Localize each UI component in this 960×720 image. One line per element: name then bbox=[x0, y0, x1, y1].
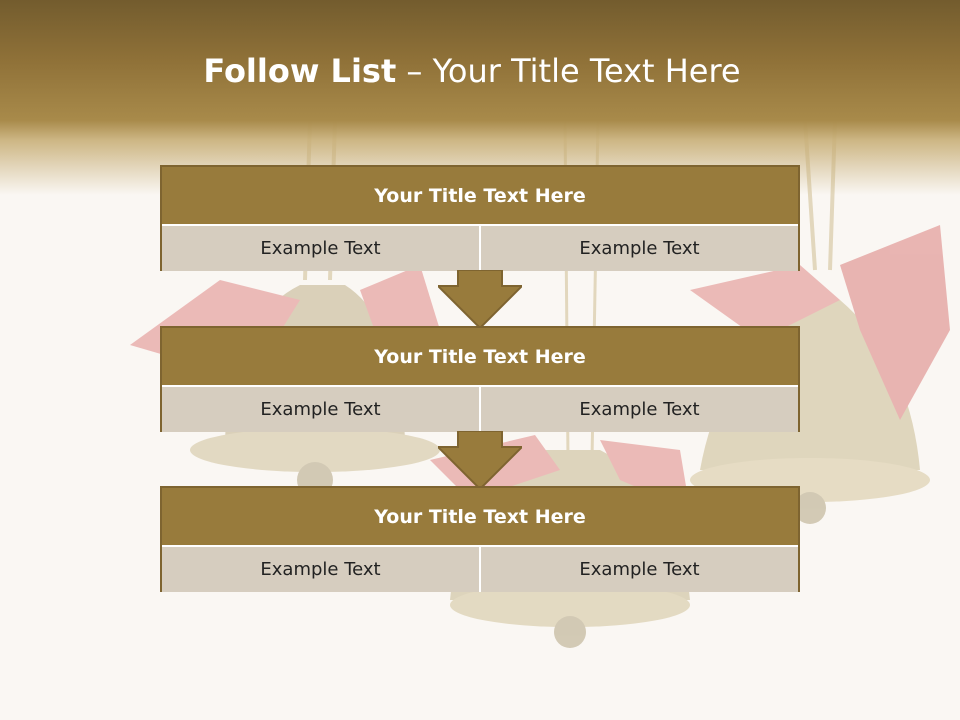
down-arrow-icon bbox=[438, 431, 522, 491]
step-cell-left: Example Text bbox=[162, 547, 479, 592]
title-bold: Follow List bbox=[203, 52, 397, 90]
step-box-1: Your Title Text Here Example Text Exampl… bbox=[160, 165, 800, 271]
step-cell-right: Example Text bbox=[479, 547, 798, 592]
step-title: Your Title Text Here bbox=[162, 167, 798, 226]
step-box-3: Your Title Text Here Example Text Exampl… bbox=[160, 486, 800, 592]
step-title: Your Title Text Here bbox=[162, 488, 798, 547]
down-arrow-icon bbox=[438, 270, 522, 330]
step-cell-left: Example Text bbox=[162, 226, 479, 271]
step-cell-right: Example Text bbox=[479, 387, 798, 432]
title-rest: – Your Title Text Here bbox=[396, 52, 741, 90]
step-cell-left: Example Text bbox=[162, 387, 479, 432]
step-cell-right: Example Text bbox=[479, 226, 798, 271]
slide-title: Follow List – Your Title Text Here bbox=[0, 52, 944, 90]
step-title: Your Title Text Here bbox=[162, 328, 798, 387]
step-box-2: Your Title Text Here Example Text Exampl… bbox=[160, 326, 800, 432]
